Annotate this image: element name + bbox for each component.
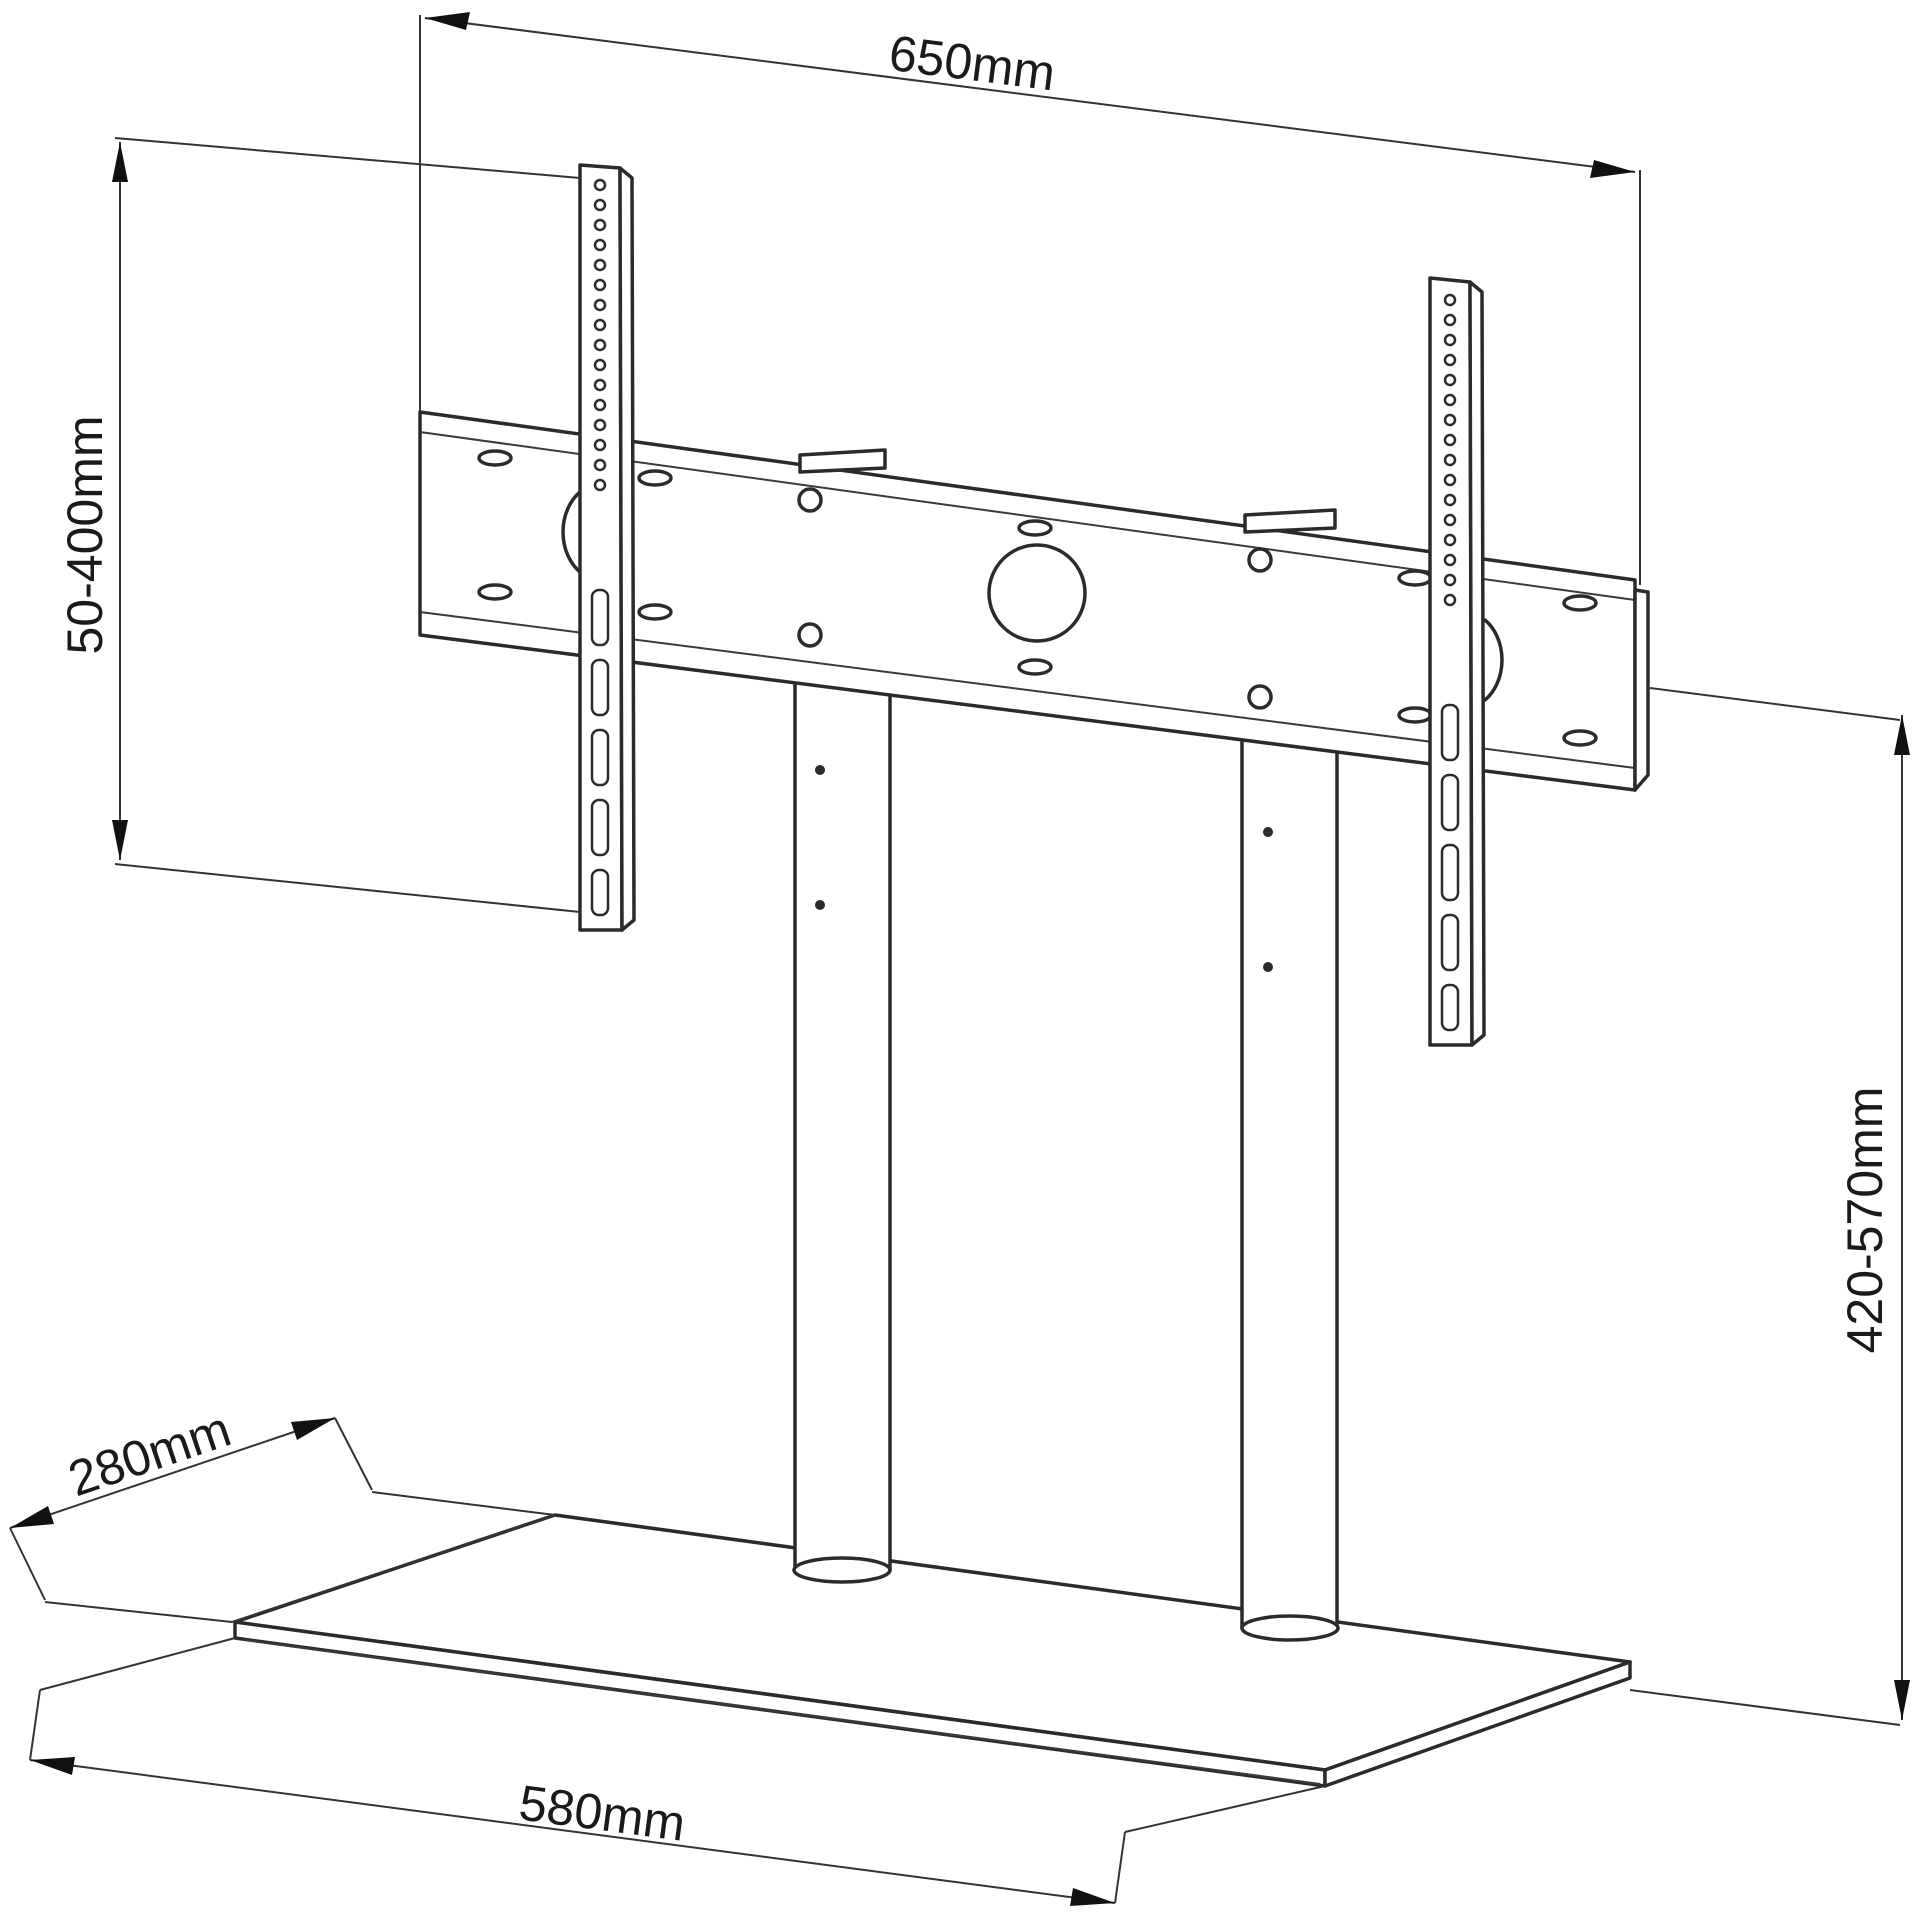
arrow-head xyxy=(425,12,470,30)
arrow-head xyxy=(1590,160,1635,178)
dimension-420-570: 420-570mm xyxy=(1629,687,1910,1726)
dimension-label-420-570: 420-570mm xyxy=(1837,1087,1893,1354)
dimension-label-580: 580mm xyxy=(516,1775,689,1852)
left-column xyxy=(792,678,892,1584)
dimension-50-400: 50-400mm xyxy=(57,137,581,913)
dimension-label-50-400: 50-400mm xyxy=(57,416,113,655)
right-column xyxy=(1240,738,1340,1642)
arrow-head xyxy=(1894,715,1910,755)
dimension-label-650: 650mm xyxy=(886,25,1058,102)
base-plate xyxy=(233,1513,1632,1788)
arrow-head xyxy=(1070,1888,1115,1906)
arrow-head xyxy=(112,820,128,860)
dimension-label-280: 280mm xyxy=(62,1401,238,1508)
right-vertical-arm xyxy=(1428,276,1486,1047)
left-vertical-arm xyxy=(578,163,636,932)
arrow-head xyxy=(10,1506,54,1528)
arrow-head xyxy=(112,142,128,182)
arrow-head xyxy=(1894,1680,1910,1720)
arrow-head xyxy=(291,1418,335,1440)
arrow-head xyxy=(30,1757,75,1775)
